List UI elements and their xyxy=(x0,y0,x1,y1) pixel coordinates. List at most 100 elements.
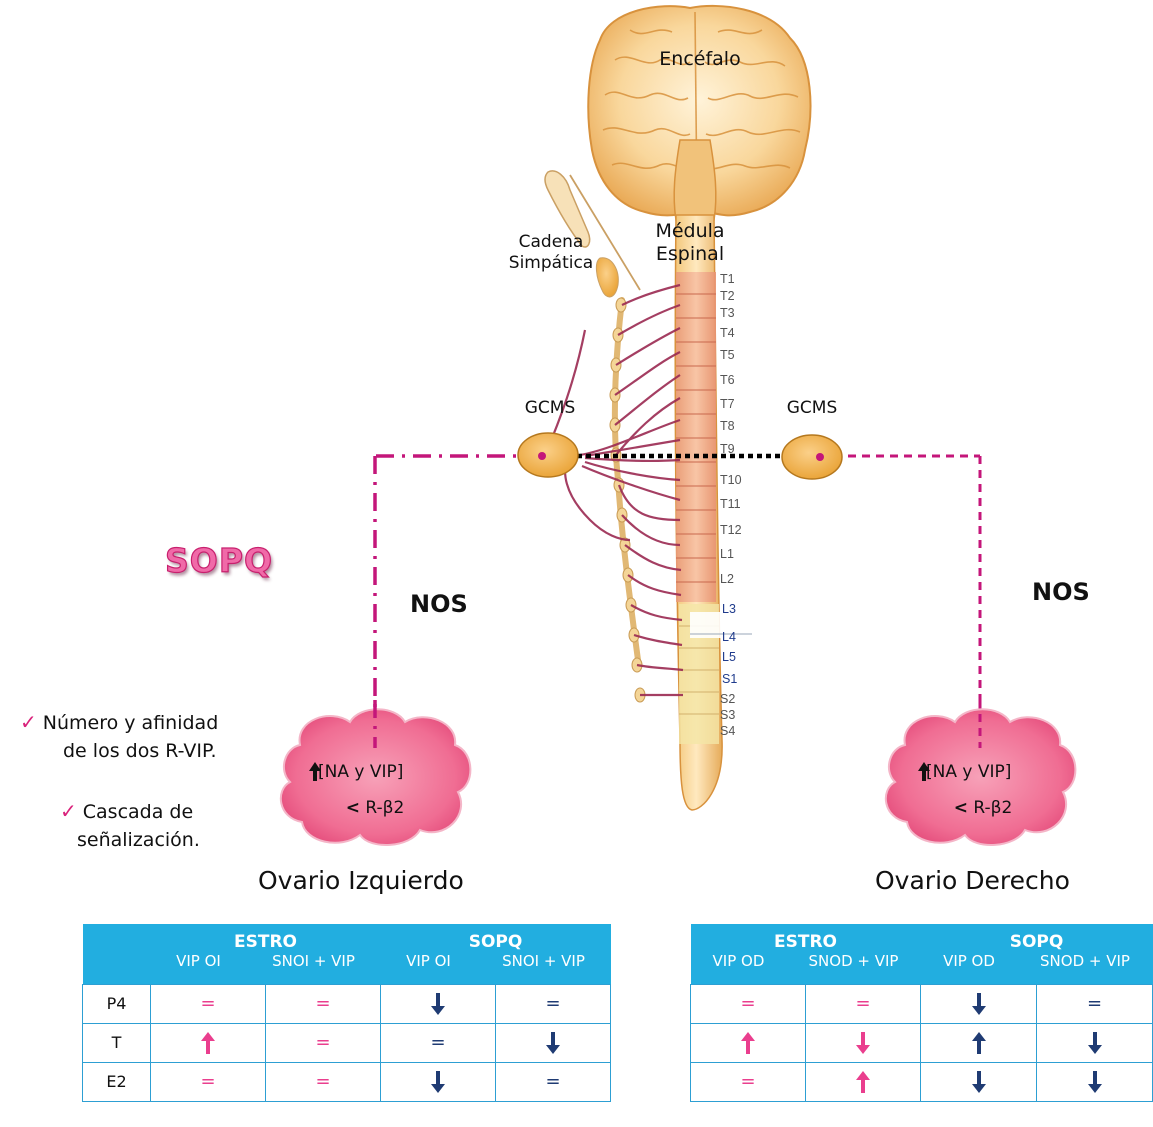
equal-sign: = xyxy=(545,1071,560,1092)
group-header-estro: ESTRO VIP OI SNOI + VIP xyxy=(151,924,381,984)
table-cell: = xyxy=(151,984,266,1023)
equal-sign: = xyxy=(1087,993,1102,1014)
table-row: T = = xyxy=(83,1023,611,1062)
table-cell: = xyxy=(381,1023,496,1062)
table-cell: = xyxy=(496,1062,611,1101)
less-than-symbol: < xyxy=(346,798,360,818)
equal-sign: = xyxy=(740,1071,755,1092)
cloud-right-line2: < R-β2 xyxy=(908,798,1058,818)
equal-sign: = xyxy=(315,993,330,1014)
down-arrow-icon xyxy=(429,1070,447,1094)
column-header: VIP OD xyxy=(713,952,765,970)
table-header-row: ESTRO VIP OD SNOD + VIP SOPQ VIP OD SNOD… xyxy=(691,924,1153,984)
column-header: SNOI + VIP xyxy=(272,952,355,970)
table-cell: = xyxy=(806,984,921,1023)
row-label: P4 xyxy=(83,984,151,1023)
segment-T2: T2 xyxy=(720,289,735,303)
less-than-symbol: < xyxy=(954,798,968,818)
segment-L5: L5 xyxy=(722,650,736,664)
cadena-line2: Simpática xyxy=(509,253,593,273)
column-header: SNOD + VIP xyxy=(809,952,899,970)
down-arrow-icon xyxy=(429,992,447,1016)
down-arrow-icon xyxy=(1086,1031,1104,1055)
table-cell: = xyxy=(266,1023,381,1062)
brain-illustration xyxy=(588,6,810,220)
down-arrow-icon xyxy=(544,1031,562,1055)
table-header-row: ESTRO VIP OI SNOI + VIP SOPQ VIP OI SNOI… xyxy=(83,924,611,984)
gcms-right-label: GCMS xyxy=(772,398,852,419)
down-arrow-icon xyxy=(854,1031,872,1055)
segment-T5: T5 xyxy=(720,348,735,362)
segment-T12: T12 xyxy=(720,523,742,537)
group-label: ESTRO xyxy=(691,932,921,952)
gcms-left-ganglion xyxy=(518,433,578,477)
column-header: SNOD + VIP xyxy=(1040,952,1130,970)
group-label: ESTRO xyxy=(151,932,381,952)
table-cell xyxy=(496,1023,611,1062)
encefalo-label: Encéfalo xyxy=(640,48,760,71)
table-cell xyxy=(381,1062,496,1101)
up-arrow-icon xyxy=(739,1031,757,1055)
equal-sign: = xyxy=(430,1032,445,1053)
down-arrow-icon xyxy=(970,992,988,1016)
equal-sign: = xyxy=(200,1071,215,1092)
table-row: P4 = = = xyxy=(83,984,611,1023)
medula-line1: Médula xyxy=(655,220,724,242)
bullet-cascade: ✓Cascada de señalización. xyxy=(60,797,280,854)
row-label: T xyxy=(83,1023,151,1062)
equal-sign: = xyxy=(740,993,755,1014)
table-cell xyxy=(921,1062,1037,1101)
check-icon: ✓ xyxy=(20,710,37,734)
group-label: SOPQ xyxy=(921,932,1153,952)
segment-T8: T8 xyxy=(720,419,735,433)
row-label: E2 xyxy=(83,1062,151,1101)
segment-T9: T9 xyxy=(720,442,735,456)
table-row: = xyxy=(691,1062,1153,1101)
table-row: = = = xyxy=(691,984,1153,1023)
cloud-left-line2: < R-β2 xyxy=(300,798,450,818)
table-row: E2 = = = xyxy=(83,1062,611,1101)
segment-T3: T3 xyxy=(720,306,735,320)
equal-sign: = xyxy=(200,993,215,1014)
table-cell xyxy=(691,1023,806,1062)
table-cell: = xyxy=(266,984,381,1023)
nos-right-label: NOS xyxy=(1032,578,1090,606)
column-header: VIP OI xyxy=(176,952,221,970)
spinal-cord xyxy=(675,215,752,810)
table-cell: = xyxy=(496,984,611,1023)
equal-sign: = xyxy=(315,1071,330,1092)
table-cell xyxy=(921,1023,1037,1062)
table-cell: = xyxy=(151,1062,266,1101)
column-header: VIP OI xyxy=(406,952,451,970)
bullet-receptors: ✓Número y afinidad de los dos R-VIP. xyxy=(20,708,280,765)
segment-S2: S2 xyxy=(720,692,735,706)
down-arrow-icon xyxy=(1086,1070,1104,1094)
segment-T1: T1 xyxy=(720,272,735,286)
segment-T10: T10 xyxy=(720,473,742,487)
bullet-cascade-line1: Cascada de xyxy=(83,801,193,823)
cloud-right-line1: [NA y VIP] xyxy=(926,762,1056,782)
segment-L3: L3 xyxy=(722,602,736,616)
table-cell xyxy=(806,1023,921,1062)
table-cell xyxy=(381,984,496,1023)
nos-left-label: NOS xyxy=(410,590,468,618)
ovario-derecho-label: Ovario Derecho xyxy=(875,866,1070,895)
group-header-sopq: SOPQ VIP OI SNOI + VIP xyxy=(381,924,611,984)
up-arrow-icon xyxy=(970,1031,988,1055)
segment-L2: L2 xyxy=(720,572,734,586)
cloud-right-receptor: R-β2 xyxy=(973,798,1012,818)
down-arrow-icon xyxy=(970,1070,988,1094)
cloud-left-line1: [NA y VIP] xyxy=(318,762,448,782)
segment-T7: T7 xyxy=(720,397,735,411)
up-arrow-icon xyxy=(199,1031,217,1055)
table-cell: = xyxy=(1037,984,1153,1023)
group-header-sopq: SOPQ VIP OD SNOD + VIP xyxy=(921,924,1153,984)
bullet-cascade-line2: señalización. xyxy=(60,829,200,851)
right-results-table: ESTRO VIP OD SNOD + VIP SOPQ VIP OD SNOD… xyxy=(690,924,1153,1102)
left-results-table: ESTRO VIP OI SNOI + VIP SOPQ VIP OI SNOI… xyxy=(82,924,611,1102)
up-arrow-icon xyxy=(854,1070,872,1094)
right-dashed-pathway xyxy=(820,456,980,745)
table-cell: = xyxy=(266,1062,381,1101)
table-cell xyxy=(806,1062,921,1101)
gcms-right-ganglion xyxy=(782,435,842,479)
